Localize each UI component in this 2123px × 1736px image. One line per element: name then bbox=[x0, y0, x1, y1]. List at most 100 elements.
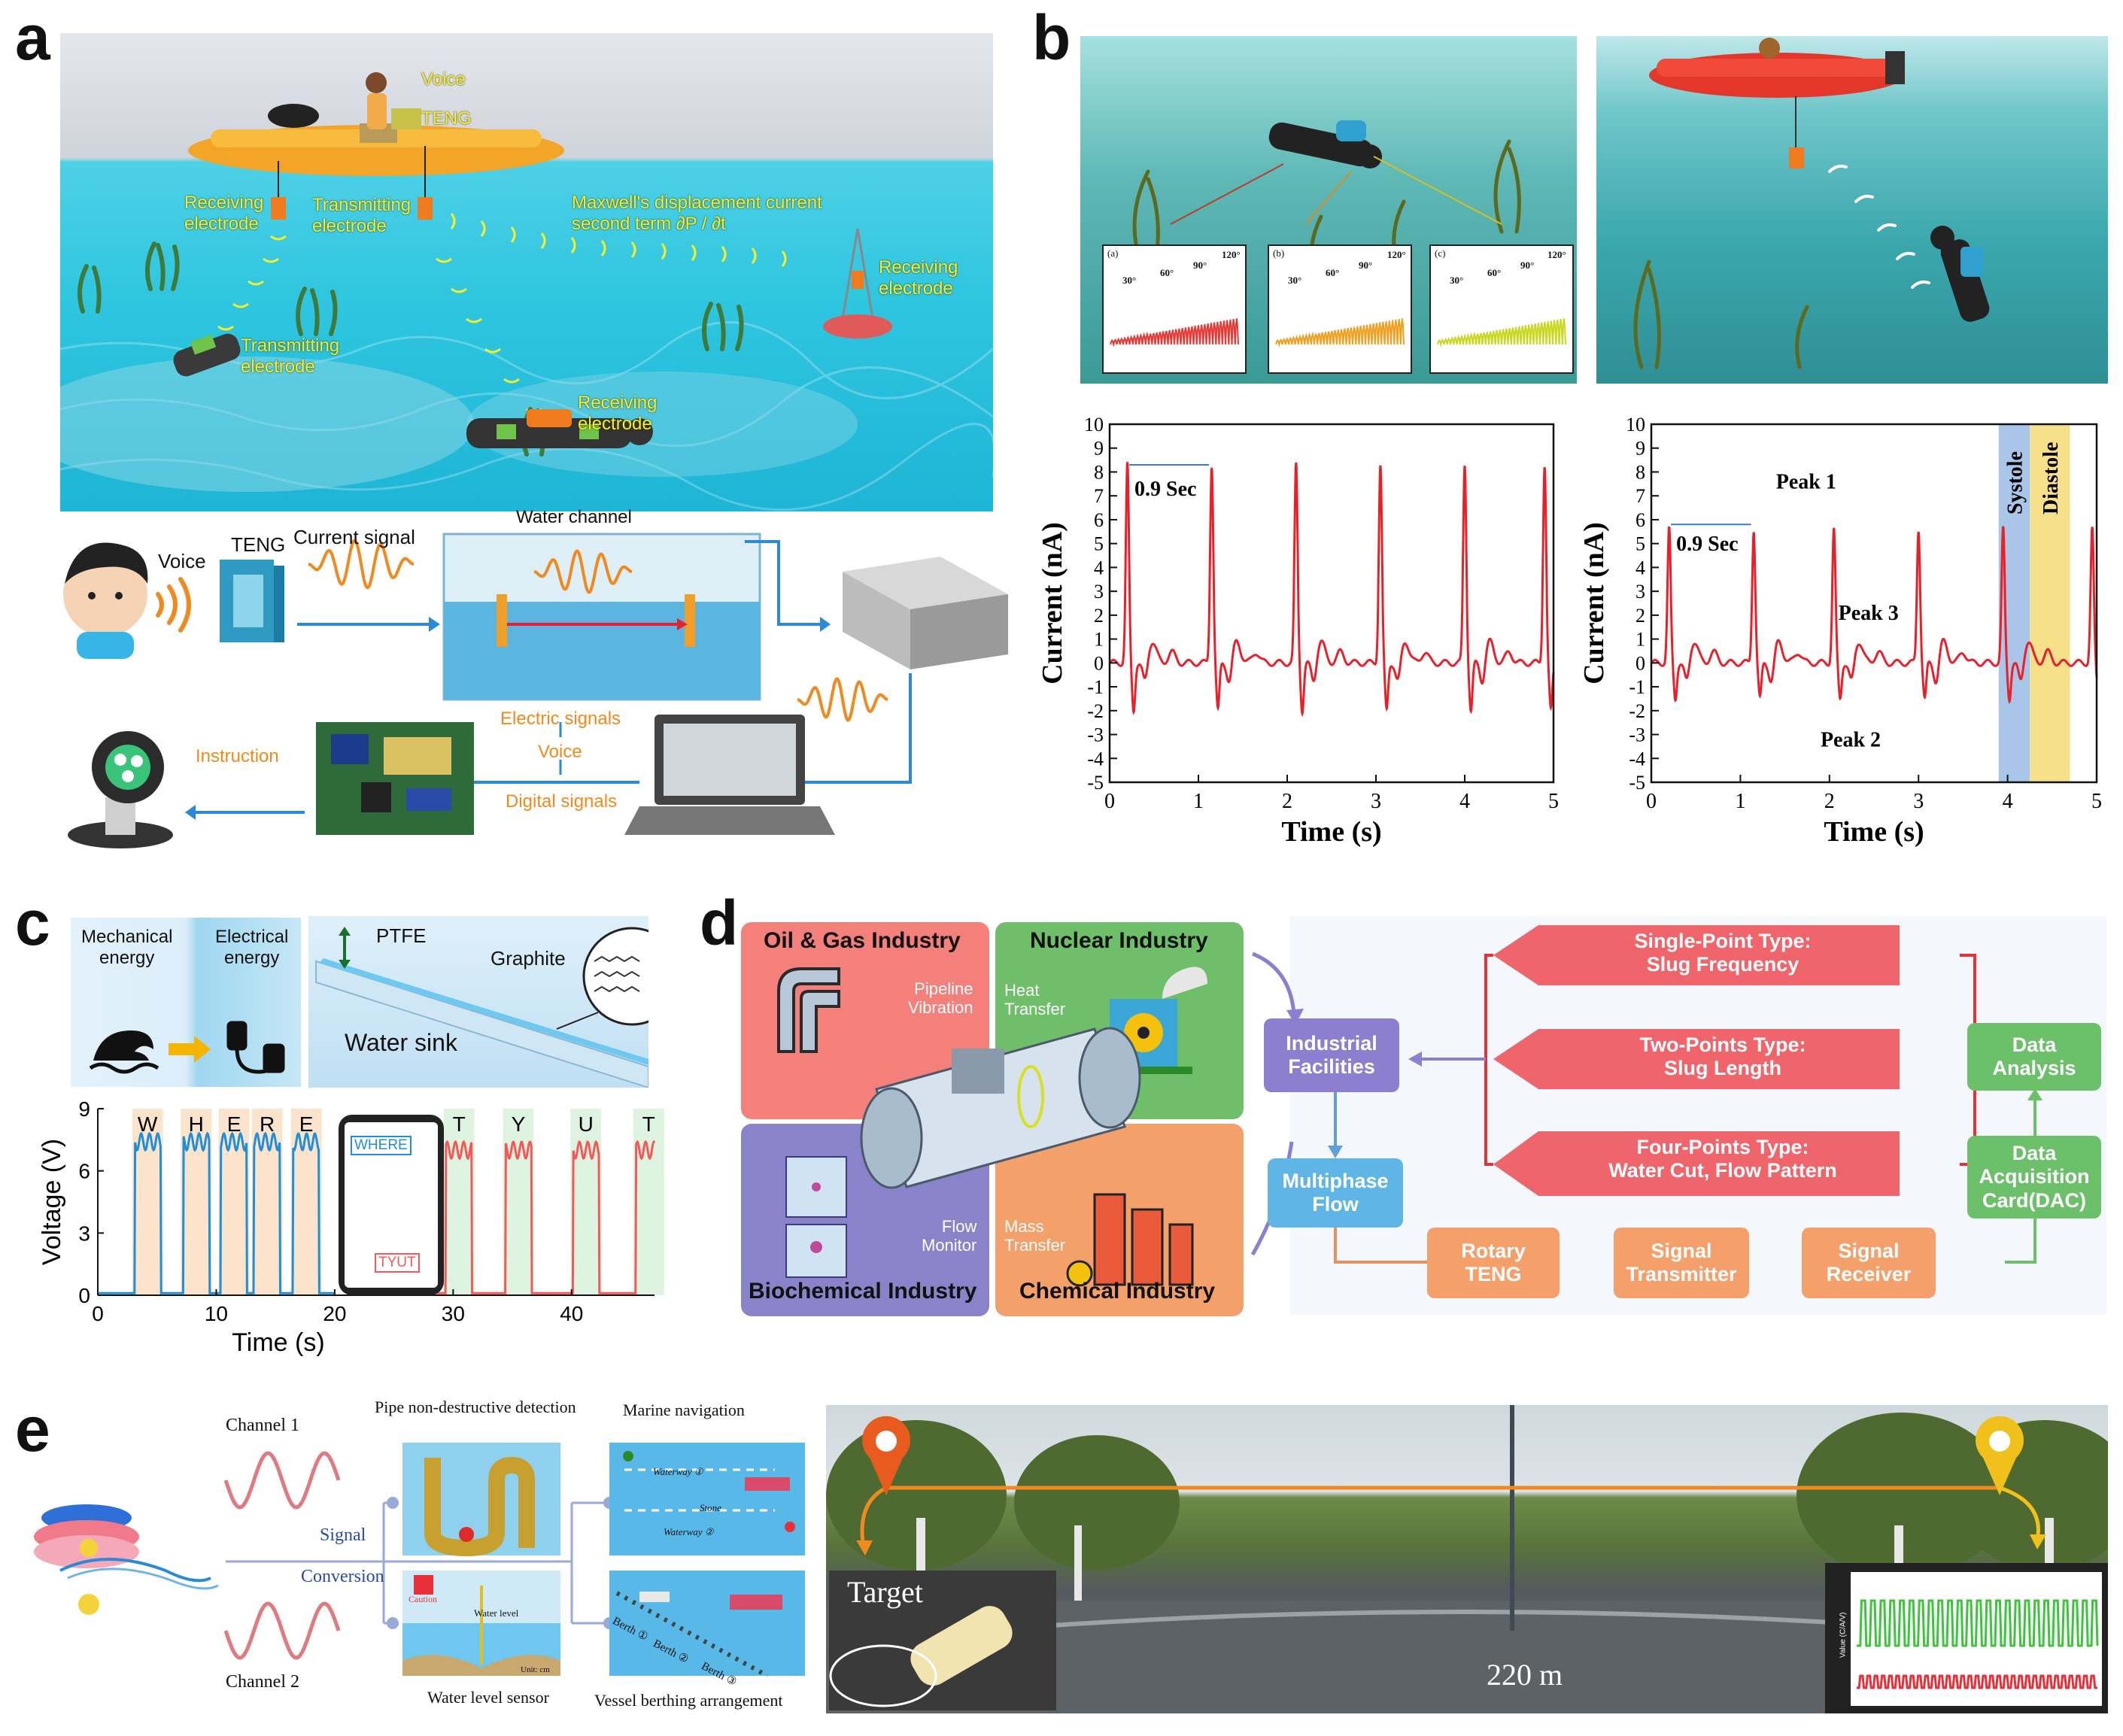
teng-device bbox=[220, 560, 284, 642]
label-receiving-electrode-1: Receiving electrode bbox=[184, 193, 264, 234]
pipeline-vibration-label: Pipeline Vibration bbox=[908, 979, 973, 1018]
y-tick-label: 2 bbox=[1636, 605, 1645, 627]
y-tick-label: 0 bbox=[78, 1284, 90, 1307]
label-water-level-sensor: Water level sensor bbox=[427, 1688, 549, 1707]
panel-a-scene: Voice TENG Receiving electrode Transmitt… bbox=[60, 33, 993, 511]
inset-angle-90-c: 90° bbox=[1520, 259, 1535, 271]
letter-band bbox=[570, 1109, 602, 1295]
annotation-period: 0.9 Sec bbox=[1676, 533, 1738, 556]
chemical-icon bbox=[1066, 1193, 1194, 1287]
flow-voice-mid-label: Voice bbox=[538, 742, 582, 762]
y-tick-label: 0 bbox=[1636, 652, 1645, 674]
inset-title-c: (c) bbox=[1435, 247, 1446, 259]
label-pipe-title: Pipe non-destructive detection bbox=[375, 1398, 576, 1416]
type-four-points: Four-Points Type: Water Cut, Flow Patter… bbox=[1608, 1136, 1837, 1182]
label-vessel-berthing: Vessel berthing arrangement bbox=[594, 1691, 783, 1710]
letter-label: Y bbox=[512, 1112, 526, 1136]
x-axis-label: Time (s) bbox=[232, 1328, 324, 1357]
x-tick-label: 1 bbox=[1193, 790, 1204, 813]
marine-image bbox=[609, 1443, 805, 1555]
berth-image bbox=[609, 1571, 805, 1678]
panel-b-scene-boat bbox=[1596, 36, 2108, 384]
heat-transfer-label: Heat Transfer bbox=[1004, 981, 1066, 1019]
pipe-image bbox=[402, 1443, 560, 1557]
y-tick-label: 1 bbox=[1636, 629, 1645, 651]
label-receiving-electrode-2: Receiving electrode bbox=[879, 257, 958, 299]
inset-angle-120-c: 120° bbox=[1547, 249, 1566, 260]
label-distance: 220 m bbox=[1487, 1658, 1563, 1692]
x-tick-label: 3 bbox=[1371, 790, 1381, 813]
flow-pipe-icon bbox=[860, 1027, 1141, 1189]
panel-b-scene-diver-drawing bbox=[1102, 120, 1574, 374]
multiphase-flow-box: Multiphase Flow bbox=[1268, 1158, 1403, 1228]
phone-where-text: WHERE bbox=[351, 1136, 412, 1155]
x-tick-label: 20 bbox=[323, 1302, 346, 1325]
panel-e-photo-drawing bbox=[826, 1405, 2108, 1713]
y-tick-label: 4 bbox=[1094, 557, 1104, 578]
y-tick-label: 9 bbox=[1636, 438, 1645, 460]
y-tick-label: -2 bbox=[1087, 700, 1104, 722]
label-voice-scene: Voice bbox=[421, 69, 466, 90]
diver-swimming bbox=[1268, 120, 1382, 168]
letter-band bbox=[633, 1109, 664, 1295]
end-pin-icon bbox=[1976, 1416, 2024, 1495]
x-tick-label: 3 bbox=[1913, 790, 1924, 813]
label-graphite: Graphite bbox=[491, 947, 566, 970]
label-channel-2: Channel 2 bbox=[226, 1672, 299, 1692]
panel-e-left: Channel 1 Channel 2 Signal Conversion Pi… bbox=[15, 1398, 820, 1721]
label-transmitting-electrode-1: Transmitting electrode bbox=[312, 195, 412, 236]
y-tick-label: 3 bbox=[1636, 581, 1645, 602]
phone-mockup: WHERE TYUT bbox=[339, 1115, 444, 1295]
inset-angle-120-b: 120° bbox=[1387, 249, 1406, 260]
label-teng-scene: TENG bbox=[421, 108, 472, 129]
flow-monitor-label: Flow Monitor bbox=[922, 1217, 977, 1255]
y-tick-label: -1 bbox=[1629, 676, 1645, 698]
panel-d: Oil & Gas Industry Nuclear Industry Bioc… bbox=[741, 916, 2106, 1316]
letter-label: R bbox=[260, 1112, 275, 1136]
diver-bottom bbox=[466, 409, 653, 448]
inset-angle-30-c: 30° bbox=[1450, 275, 1464, 286]
arrow-yellow-icon bbox=[169, 1036, 211, 1063]
y-tick-label: 6 bbox=[78, 1160, 90, 1183]
y-tick-label: 1 bbox=[1094, 629, 1104, 651]
y-tick-label: -5 bbox=[1087, 772, 1104, 794]
label-channel-1: Channel 1 bbox=[226, 1416, 299, 1435]
flow-electric-signals-label: Electric signals bbox=[500, 709, 621, 729]
panel-a-flow: Voice TENG Current signal Water channel … bbox=[45, 507, 1016, 1054]
y-tick-label: 8 bbox=[1094, 461, 1104, 483]
panel-d-flow-arrows bbox=[1250, 925, 2043, 1270]
annotation-peak-3: Peak 3 bbox=[1839, 602, 1899, 625]
biochem-icon bbox=[785, 1156, 847, 1278]
letter-label: E bbox=[299, 1112, 314, 1136]
panel-letter-e: e bbox=[15, 1394, 50, 1464]
label-mechanical-energy: Mechanical energy bbox=[81, 927, 173, 968]
mass-transfer-label: Mass Transfer bbox=[1004, 1217, 1066, 1255]
x-axis-label: Time (s) bbox=[1281, 816, 1381, 848]
flow-current-signal-label: Current signal bbox=[293, 526, 415, 548]
y-tick-label: -4 bbox=[1087, 748, 1104, 769]
y-tick-label: 5 bbox=[1094, 533, 1104, 555]
voltage-series-tyut bbox=[435, 1140, 656, 1294]
type-two-points: Two-Points Type: Slug Length bbox=[1639, 1033, 1806, 1080]
oil-gas-title: Oil & Gas Industry bbox=[764, 928, 961, 953]
x-tick-label: 40 bbox=[560, 1302, 583, 1325]
label-ptfe: PTFE bbox=[376, 924, 427, 947]
label-maxwell: Maxwell's displacement current second te… bbox=[572, 193, 822, 234]
panel-b-scene-diver: (a) (b) (c) 30° 60° 90° 120° 30° 60° 90°… bbox=[1080, 36, 1577, 384]
x-tick-label: 2 bbox=[1824, 790, 1835, 813]
y-tick-label: 9 bbox=[1094, 438, 1104, 460]
ecg-series-line bbox=[1108, 462, 1555, 718]
inset-angle-60-c: 60° bbox=[1487, 267, 1502, 278]
letter-label: T bbox=[642, 1112, 655, 1136]
label-waterway-1: Waterway ① bbox=[653, 1466, 703, 1477]
inset-angle-90-a: 90° bbox=[1193, 259, 1207, 271]
x-tick-label: 4 bbox=[2003, 790, 2013, 813]
plot-frame bbox=[1650, 423, 2098, 784]
y-tick-label: -5 bbox=[1629, 772, 1645, 794]
rotary-device-icon bbox=[34, 1504, 219, 1615]
annotation-peak-2: Peak 2 bbox=[1821, 728, 1881, 751]
y-tick-label: 4 bbox=[1636, 557, 1645, 578]
y-tick-label: 9 bbox=[78, 1097, 90, 1121]
data-analysis-box: Data Analysis bbox=[1967, 1023, 2101, 1091]
